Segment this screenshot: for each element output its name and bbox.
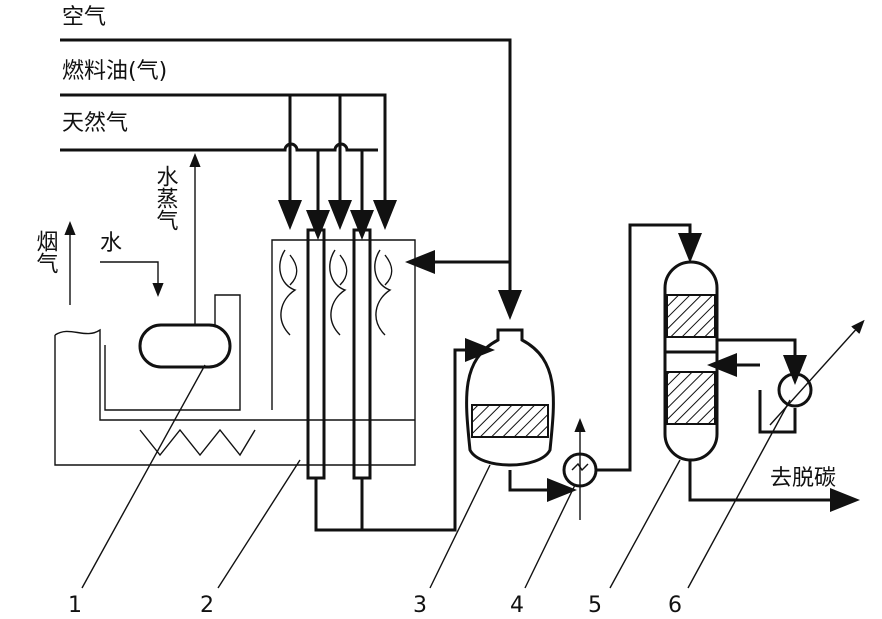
label-2: 2 bbox=[200, 593, 214, 618]
label-3: 3 bbox=[413, 593, 427, 618]
interstage-return-line bbox=[722, 365, 797, 434]
waste-heat-boiler-drum bbox=[138, 323, 232, 369]
label-1: 1 bbox=[68, 593, 82, 618]
reformed-gas-line bbox=[314, 338, 495, 532]
boiler-circulation-line bbox=[104, 294, 241, 411]
heat-exchanger-6 bbox=[777, 372, 813, 408]
reformer-furnace bbox=[279, 228, 393, 480]
label-4: 4 bbox=[510, 593, 524, 618]
steam-label: 水蒸气 bbox=[153, 165, 179, 231]
water-label: 水 bbox=[100, 231, 122, 256]
fuel-oil-line: 燃料油(气) bbox=[60, 59, 397, 230]
natural-gas-label: 天然气 bbox=[62, 111, 128, 136]
equipment-labels: 1 2 3 4 5 6 bbox=[68, 364, 791, 618]
shift-converter bbox=[663, 260, 719, 462]
fuel-oil-label: 燃料油(气) bbox=[62, 59, 167, 84]
outlet-label: 去脱碳 bbox=[770, 466, 836, 491]
secondary-reformer bbox=[465, 328, 555, 467]
air-label: 空气 bbox=[62, 5, 106, 30]
catalyst-bed-3 bbox=[471, 404, 549, 438]
catalyst-bed-5b bbox=[666, 371, 716, 425]
to-shift-converter-line bbox=[596, 223, 702, 472]
flue-duct-top bbox=[54, 328, 415, 421]
water-line bbox=[100, 261, 164, 297]
natural-gas-line: 天然气 bbox=[60, 111, 378, 240]
label-5: 5 bbox=[588, 593, 602, 618]
catalyst-bed-5a bbox=[666, 294, 716, 338]
convection-coil bbox=[139, 428, 256, 457]
reformer-tube-2 bbox=[352, 228, 372, 480]
label-6: 6 bbox=[668, 593, 682, 618]
reformer-tube-1 bbox=[306, 228, 326, 480]
burner-flame-2 bbox=[329, 249, 348, 336]
outlet-line bbox=[688, 460, 860, 512]
secondary-outlet-line bbox=[508, 470, 577, 502]
flue-gas-label: 烟气 bbox=[33, 230, 59, 274]
burner-flame-1 bbox=[279, 249, 298, 336]
burner-flame-3 bbox=[374, 249, 393, 336]
furnace-outline bbox=[54, 239, 416, 466]
air-line: 空气 bbox=[60, 5, 522, 320]
interstage-out-line bbox=[717, 338, 807, 385]
